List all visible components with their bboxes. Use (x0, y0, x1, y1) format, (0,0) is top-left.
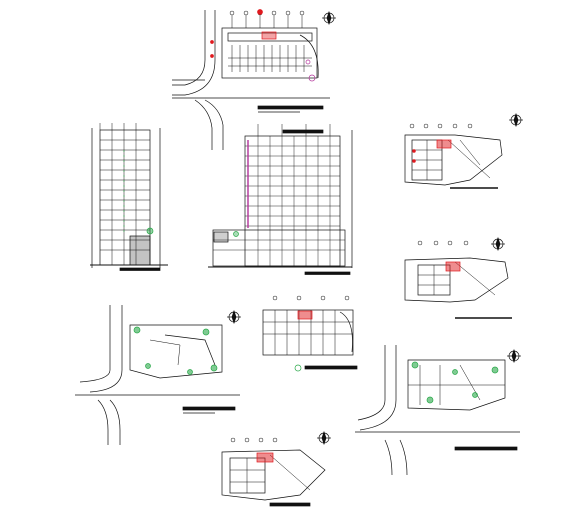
north-arrow-icon (227, 309, 241, 325)
north-arrow-icon (509, 112, 523, 128)
north-arrow-icon (322, 10, 336, 26)
left-bottom-site-plan (75, 305, 240, 445)
north-arrow-icon (317, 430, 331, 446)
north-arrow-icon (507, 348, 521, 364)
right-bottom-site-plan (355, 345, 520, 476)
right-middle-floor-plan (404, 240, 512, 319)
center-bottom-floor-plan (262, 295, 358, 372)
center-section (208, 124, 353, 275)
right-top-floor-plan (404, 123, 503, 189)
top-site-plan (172, 9, 330, 150)
bottom-floor-plan (221, 437, 326, 507)
north-arrow-icon (491, 236, 505, 252)
left-elevation (90, 123, 168, 271)
